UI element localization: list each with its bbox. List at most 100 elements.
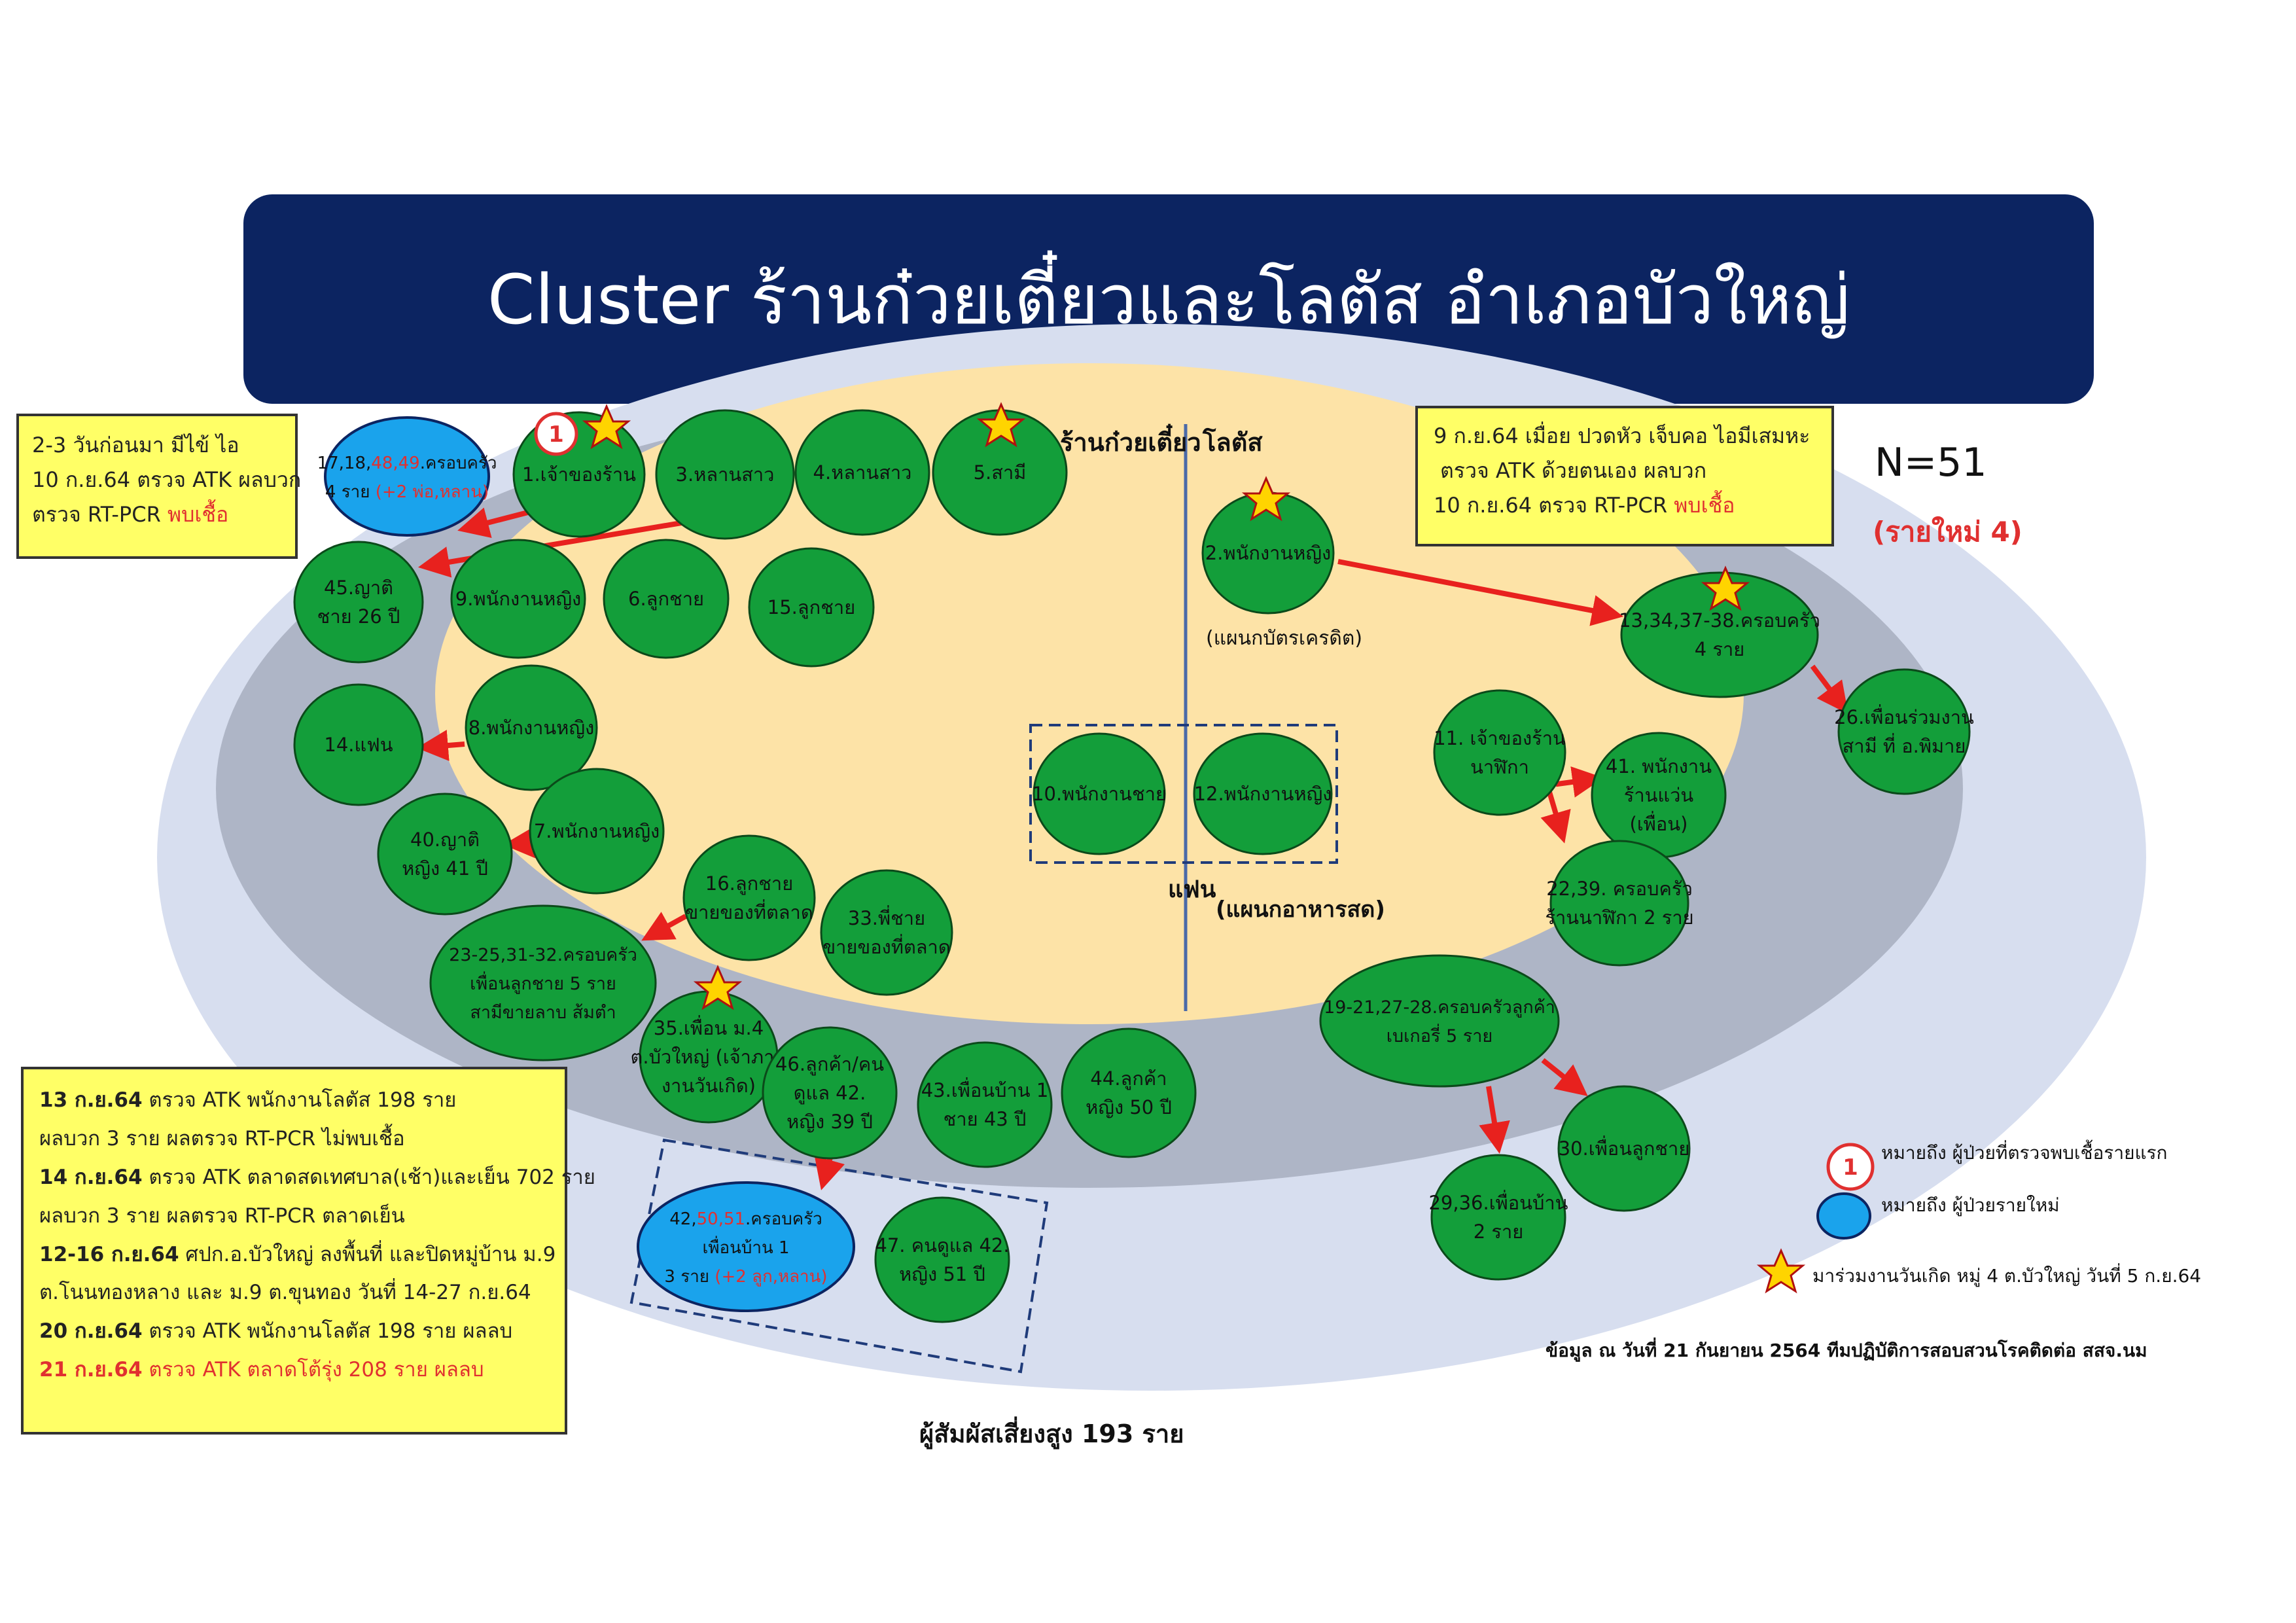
node-circle (377, 793, 513, 916)
source-note: ข้อมูล ณ วันที่ 21 กันยายน 2564 ทีมปฏิบั… (1545, 1340, 2147, 1361)
arrow-16-to-23 (641, 912, 687, 941)
note-line: ผลบวก 3 ราย ผลตรวจ RT-PCR ตลาดเย็น (39, 1197, 549, 1236)
node-label: 4 ราย (+2 พ่อ,หลาน) (325, 482, 489, 502)
node-n8: 8.พนักงานหญิง (465, 664, 598, 791)
node-label-part: เพื่อนบ้าน 1 (702, 1236, 789, 1258)
node-n6: 6.ลูกชาย (603, 539, 730, 659)
node-label: 2.พนักงานหญิง (1205, 542, 1331, 564)
node-circle (603, 539, 730, 659)
star-icon (582, 404, 631, 450)
node-n1: 1.เจ้าของร้าน (512, 411, 646, 538)
blue-node-layer: 17,18,48,49.ครอบครัว4 ราย (+2 พ่อ,หลาน)4… (317, 416, 855, 1312)
note-date: 13 ก.ย.64 (39, 1088, 143, 1112)
node-label-part: (+2 ลูก,หลาน) (715, 1267, 827, 1287)
node-circle (450, 539, 586, 659)
legend-first-case-text: หมายถึง ผู้ป่วยที่ตรวจพบเชื้อรายแรก (1881, 1142, 2168, 1164)
node-circle (293, 541, 424, 664)
node-n13: 13,34,37-38.ครอบครัว 4 ราย (1619, 571, 1820, 698)
node-label: 16.ลูกชาย (705, 872, 793, 895)
node-circle (748, 547, 875, 668)
node-n3: 3.หลานสาว (655, 409, 795, 540)
note-text: ตรวจ ATK พนักงานโลตัส 198 ราย ผลลบ (142, 1319, 513, 1344)
node-label-part: 4 ราย (325, 482, 376, 502)
node-circle (1549, 840, 1689, 967)
node-circle (874, 1196, 1010, 1323)
node-n7: 7.พนักงานหญิง (529, 768, 665, 895)
note-date: 20 ก.ย.64 (39, 1319, 143, 1344)
star-icon (693, 965, 743, 1010)
node-circle (1837, 668, 1971, 795)
node-label: 8.พนักงานหญิง (468, 717, 594, 739)
new-case-node-b42: 42,50,51.ครอบครัวเพื่อนบ้าน 1 3 ราย (+2 ล… (637, 1181, 855, 1312)
note-line: 21 ก.ย.64 ตรวจ ATK ตลาดโต้รุ่ง 208 ราย ผ… (39, 1351, 549, 1389)
node-label-part: 17,18, (317, 454, 372, 473)
node-label: 42,50,51.ครอบครัว (669, 1209, 822, 1229)
first-case-number: 1 (548, 421, 564, 448)
node-label: 44.ลูกค้า (1090, 1067, 1167, 1090)
star-icon (976, 402, 1026, 448)
note-line: 10 ก.ย.64 ตรวจ ATK ผลบวก (32, 467, 302, 492)
legend-birthday-text: มาร่วมงานวันเกิด หมู่ 4 ต.บัวใหญ่ วันที่… (1812, 1265, 2202, 1287)
node-label: 6.ลูกชาย (628, 588, 704, 611)
node-circle (1620, 571, 1819, 698)
node-label: หญิง 41 ปี (402, 857, 488, 880)
node-label: 19-21,27-28.ครอบครัวลูกค้า (1324, 997, 1555, 1018)
node-label-part: 3 ราย (664, 1267, 715, 1287)
node-circle (1033, 732, 1166, 855)
node-label: 45.ญาติ (324, 577, 393, 599)
zone-label-lotus: โลตัส (1203, 428, 1263, 457)
arrow-13-to-26 (1810, 664, 1848, 714)
note-text: ศปก.อ.บัวใหญ่ ลงพื้นที่ และปิดหมู่บ้าน ม… (179, 1242, 556, 1266)
note-line: 10 ก.ย.64 ตรวจ RT-PCR (1434, 492, 1674, 518)
node-label-part: 48,49 (371, 454, 419, 473)
node-label: 22,39. ครอบครัว (1546, 878, 1693, 900)
node-label: 3 ราย (+2 ลูก,หลาน) (664, 1267, 827, 1287)
node-label: 13,34,37-38.ครอบครัว (1619, 609, 1820, 632)
note-line: 13 ก.ย.64 ตรวจ ATK พนักงานโลตัส 198 ราย (39, 1081, 549, 1120)
node-label: 11. เจ้าของร้าน (1434, 727, 1566, 749)
node-label: หญิง 50 ปี (1086, 1096, 1172, 1118)
node-circle (794, 409, 930, 536)
note-line: 2-3 วันก่อนมา มีไข้ ไอ (32, 433, 239, 457)
node-circle (917, 1041, 1053, 1168)
node-label: 26.เพื่อนร่วมงาน (1834, 704, 1974, 728)
node-label: 4 ราย (1695, 638, 1745, 660)
node-n40: 40.ญาติหญิง 41 ปี (377, 793, 513, 916)
node-label: 33.พี่ชาย (848, 905, 925, 929)
node-circle (1319, 954, 1560, 1088)
star-layer (582, 402, 1750, 1010)
high-risk-contacts: ผู้สัมผัสเสี่ยงสูง 193 ราย (919, 1419, 1184, 1448)
node-n11: 11. เจ้าของร้านนาฬิกา (1433, 689, 1566, 816)
node-label: นาฬิกา (1470, 756, 1529, 778)
note-bottom-left: 13 ก.ย.64 ตรวจ ATK พนักงานโลตัส 198 รายผ… (21, 1067, 595, 1435)
node-circle (529, 768, 665, 895)
note-line: 9 ก.ย.64 เมื่อย ปวดหัว เจ็บคอ ไอมีเสมหะ (1434, 423, 1810, 448)
note-line: 14 ก.ย.64 ตรวจ ATK ตลาดสดเทศบาล(เช้า)และ… (39, 1158, 595, 1197)
arrow-19-to-30 (1541, 1058, 1588, 1096)
node-n14: 14.แฟน (293, 683, 424, 806)
node-circle (465, 664, 598, 791)
node-label: 41. พนักงาน (1606, 755, 1712, 777)
node-label: 30.เพื่อนลูกชาย (1559, 1135, 1690, 1160)
node-label: ต.บัวใหญ่ (เจ้าภาพ (631, 1046, 787, 1068)
node-label: 12.พนักงานหญิง (1194, 783, 1332, 805)
node-label: 23-25,31-32.ครอบครัว (449, 945, 637, 965)
node-circle (820, 869, 953, 996)
dashed-group-couple (1029, 724, 1338, 864)
node-circle (293, 683, 424, 806)
node-n4: 4.หลานสาว (794, 409, 930, 536)
node-label: 10.พนักงานชาย (1032, 783, 1167, 805)
node-n44: 44.ลูกค้าหญิง 50 ปี (1061, 1027, 1197, 1158)
node-n22: 22,39. ครอบครัวร้านนาฬิกา 2 ราย (1545, 840, 1694, 967)
note-line: 20 ก.ย.64 ตรวจ ATK พนักงานโลตัส 198 ราย … (39, 1312, 549, 1351)
node-circle (682, 834, 816, 961)
node-label: 29,36.เพื่อนบ้าน (1428, 1190, 1568, 1214)
node-label-part: (+2 พ่อ,หลาน) (376, 482, 489, 502)
note-line: ตรวจ ATK ด้วยตนเอง ผลบวก (1440, 457, 1707, 483)
node-label: 35.เพื่อน ม.4 (654, 1015, 764, 1039)
